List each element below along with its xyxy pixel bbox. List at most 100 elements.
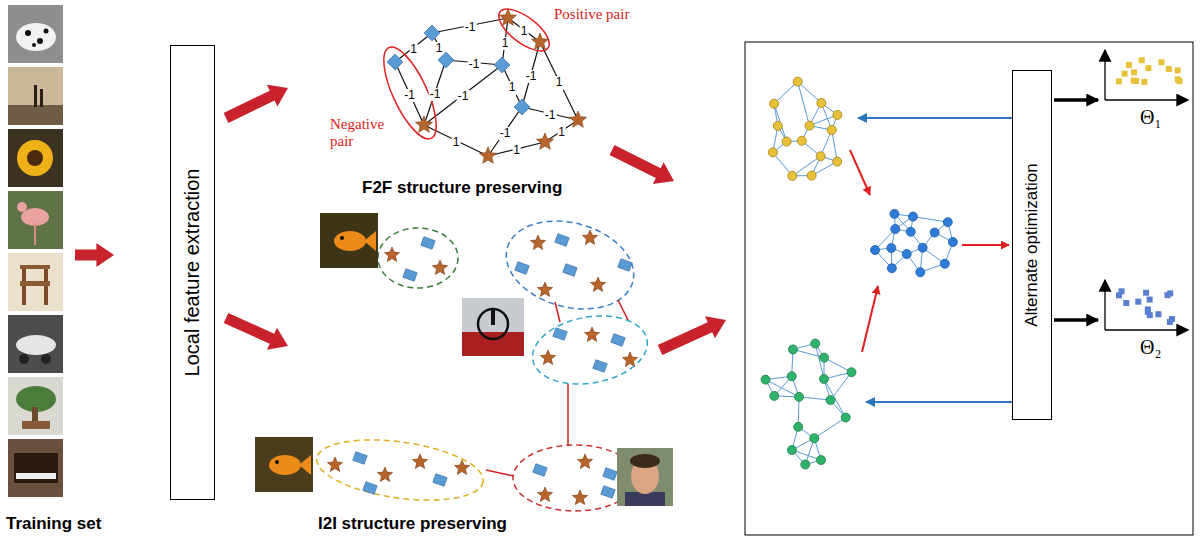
graph-point	[891, 224, 900, 233]
training-photo	[8, 191, 63, 249]
code-point	[1122, 71, 1128, 77]
training-photo	[8, 439, 63, 497]
label-anchor: F2F structure preserving	[362, 178, 562, 198]
section-caption: I2I structure preserving	[318, 514, 507, 534]
code-point	[1145, 306, 1151, 312]
label-anchor: -1	[544, 105, 557, 123]
graph-edge	[792, 156, 820, 176]
feature-star	[590, 277, 605, 291]
embedding-graph	[761, 339, 856, 469]
f2f-graph	[373, 2, 586, 164]
image-group-ring	[313, 431, 487, 510]
edge-weight: -1	[457, 90, 470, 104]
edge-weight: -1	[544, 109, 557, 123]
label-anchor: -1	[403, 85, 416, 103]
graph-point	[918, 243, 927, 252]
feature-square	[353, 452, 367, 465]
feature-square	[618, 259, 632, 272]
goldfish-photo	[275, 460, 279, 464]
merge-arrow	[862, 286, 878, 352]
feature-star	[537, 487, 552, 501]
training-photo	[8, 377, 63, 435]
graph-point	[770, 99, 779, 108]
feature-diamond	[387, 54, 403, 70]
image-link	[486, 470, 514, 476]
goldfish-photo	[299, 455, 311, 475]
graph-edge	[913, 217, 948, 223]
training-photo	[8, 67, 63, 125]
graph-point	[908, 212, 917, 221]
label-anchor: 1	[508, 77, 517, 95]
embedding-axes	[1104, 50, 1105, 100]
training-photo	[8, 5, 63, 63]
graph-point	[847, 368, 856, 377]
flow-arrow	[610, 145, 674, 184]
graph-edge	[395, 33, 432, 62]
graph-point	[761, 375, 770, 384]
code-point	[1131, 78, 1137, 84]
training-photo	[8, 191, 63, 249]
feature-star	[377, 467, 392, 481]
goldfish-photo	[364, 231, 376, 251]
goldfish-photo	[269, 455, 301, 475]
feature-star	[582, 230, 597, 244]
graph-point	[794, 422, 803, 431]
feature-star	[584, 327, 599, 341]
feature-star	[432, 260, 447, 274]
extraction-box: Local feature extraction	[170, 45, 215, 500]
code-point	[1175, 67, 1181, 73]
training-photo	[17, 202, 27, 212]
edge-weight: 1	[512, 144, 521, 158]
feature-square	[403, 269, 417, 282]
graph-point	[890, 209, 899, 218]
label-anchor: -1	[525, 66, 538, 84]
graph-point	[817, 456, 826, 465]
feature-square	[421, 237, 435, 250]
edge-weight: -1	[468, 58, 481, 72]
training-photo	[8, 315, 63, 373]
feature-star	[384, 247, 399, 261]
graph-point	[805, 121, 814, 130]
output-arrow	[1054, 318, 1098, 322]
training-photo	[16, 335, 56, 355]
goldfish-photo	[255, 437, 313, 492]
feature-star	[531, 33, 548, 49]
training-photo	[8, 105, 63, 125]
training-photo	[8, 129, 63, 187]
feature-square	[603, 468, 617, 481]
training-photo	[20, 265, 50, 269]
feature-star	[530, 235, 545, 249]
graph-point	[826, 396, 835, 405]
embedding-graph	[871, 209, 958, 276]
code-point	[1126, 62, 1132, 68]
graph-point	[811, 339, 820, 348]
training-photo	[16, 23, 56, 51]
goldfish-photo	[320, 213, 378, 268]
section-caption: Training set	[6, 514, 101, 534]
parameter-symbol: Θ₂	[1140, 336, 1161, 359]
graph-point	[768, 148, 777, 157]
edge-weight: 1	[501, 37, 510, 51]
code-point	[1116, 78, 1122, 84]
graph-point	[810, 434, 819, 443]
feature-square	[553, 328, 567, 341]
training-photo	[41, 354, 51, 364]
label-anchor: 1	[409, 39, 418, 57]
graph-point	[930, 228, 939, 237]
graph-edge	[774, 104, 787, 142]
edge-weight: -1	[403, 89, 416, 103]
face-photo	[625, 492, 665, 506]
code-point	[1158, 59, 1164, 65]
edge-weight: -1	[429, 88, 442, 102]
label-anchor: I2I structure preserving	[318, 514, 507, 534]
flow-arrow	[658, 316, 726, 355]
code-point	[1141, 79, 1147, 85]
edge-weight: 1	[555, 76, 564, 90]
training-photo	[8, 377, 63, 435]
goldfish-photo	[340, 236, 344, 240]
label-anchor: Training set	[6, 514, 101, 534]
image-group-ring	[527, 307, 653, 392]
image-group-ring	[378, 228, 458, 288]
edge-weight: 1	[409, 43, 418, 57]
training-photo	[16, 473, 56, 479]
